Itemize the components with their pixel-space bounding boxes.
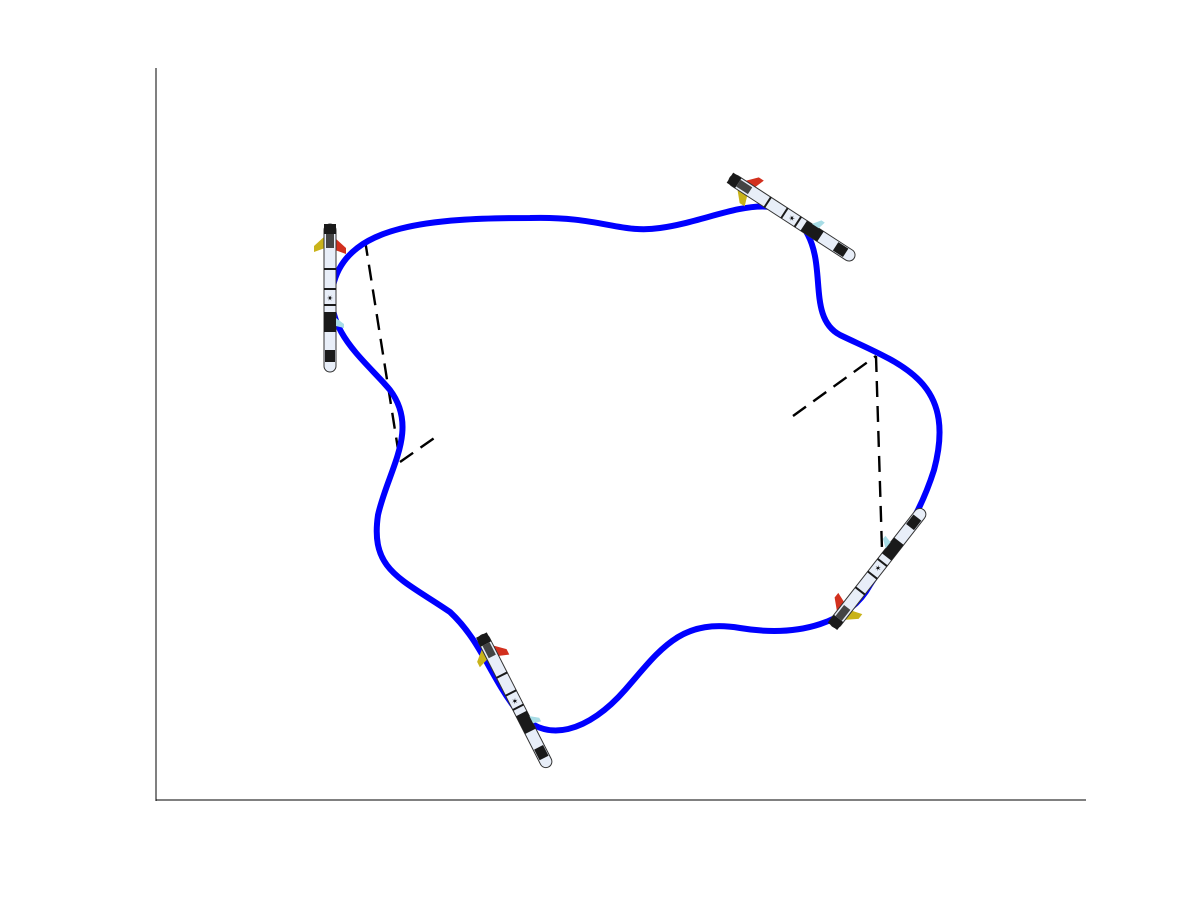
auv-vehicle-icon: ✶ [476, 632, 553, 769]
mid-section [516, 710, 536, 735]
fin-light [812, 220, 825, 229]
hull-band [867, 570, 878, 580]
dashed-connector-right-diagonal [792, 355, 877, 417]
hull-band [324, 288, 336, 290]
hull-band [496, 671, 508, 679]
dashed-connector-right-vertical [874, 355, 884, 551]
dashed-connector-left-vertical [363, 239, 402, 463]
auv-vehicle-icon: ✶ [726, 172, 856, 262]
fin-red [834, 592, 845, 613]
tail-cap [476, 632, 492, 647]
tail-section [736, 179, 753, 195]
tail-section [835, 604, 851, 621]
hull-band [780, 207, 789, 219]
hull-band [793, 216, 802, 228]
hull-band [854, 586, 866, 596]
hull [477, 633, 553, 769]
hull-marker: ✶ [509, 696, 520, 706]
hull-band [324, 268, 336, 270]
hull-marker: ✶ [786, 213, 797, 224]
tail-cap [324, 224, 336, 234]
auv-vehicle-icon: ✶ [827, 507, 927, 631]
hull-marker: ✶ [325, 295, 334, 302]
tail-cap [827, 614, 844, 631]
fin-yellow [477, 648, 488, 668]
tail-cap [726, 172, 742, 189]
hull [728, 174, 856, 262]
fin-light [882, 535, 891, 549]
mid-section [881, 537, 904, 561]
vehicles-layer: ✶ ✶ ✶ ✶ [314, 172, 927, 769]
fin-yellow [843, 610, 863, 620]
hull-band [512, 703, 524, 711]
hull-band [505, 689, 517, 697]
mid-section [324, 312, 336, 332]
dashed-connectors [363, 239, 884, 551]
nose-band [832, 242, 849, 258]
hull-band [324, 304, 336, 306]
fin-yellow [737, 188, 748, 207]
nose-band [534, 745, 549, 761]
dashed-connector-left-short [399, 433, 441, 463]
nose-band [906, 514, 922, 531]
fin-light [336, 318, 344, 328]
fin-red [335, 238, 346, 254]
auv-vehicle-icon: ✶ [314, 223, 346, 373]
hull-marker: ✶ [873, 563, 884, 574]
tail-section [482, 642, 496, 659]
hull-band [763, 196, 772, 208]
hull [829, 507, 927, 629]
plot-axes [155, 68, 1086, 801]
fin-light [529, 716, 542, 724]
hull-band [876, 558, 888, 567]
nose-band [325, 350, 335, 362]
fin-red [744, 177, 764, 188]
fin-yellow [314, 236, 325, 252]
mid-section [800, 220, 824, 242]
trajectory-curve [329, 203, 943, 734]
tail-section [326, 234, 334, 248]
